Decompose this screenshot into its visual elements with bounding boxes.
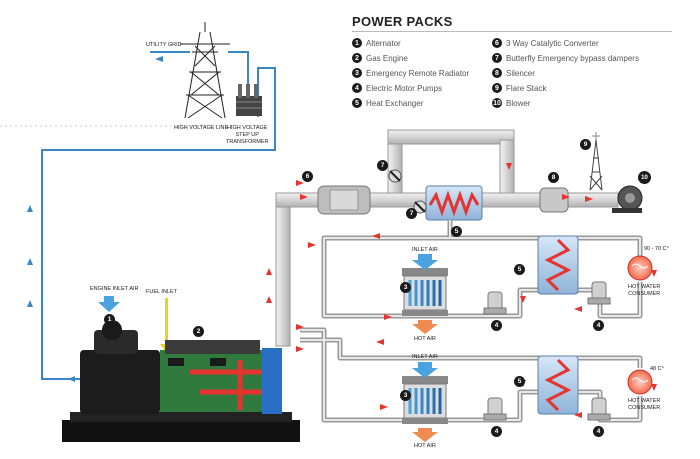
badge-pump-top-right: 4 (593, 320, 604, 331)
silencer (539, 187, 569, 213)
gas-engine-generator (62, 320, 300, 442)
radiator-bottom (402, 376, 448, 424)
badge-pump-top-left: 4 (491, 320, 502, 331)
badge-catalytic-converter: 6 (302, 171, 313, 182)
damper-top (388, 169, 402, 183)
hot-air-top-label: HOT AIR (414, 336, 436, 342)
pump-top-left (483, 291, 507, 315)
badge-engine: 2 (193, 326, 204, 337)
flare-stack (589, 132, 603, 191)
inlet-air-top-label: INLET AIR (412, 247, 438, 253)
step-up-transformer (236, 84, 262, 116)
transformer-label: HIGH VOLTAGE STEP UP TRANSFORMER (226, 125, 269, 145)
badge-heat-exchanger-top: 5 (514, 264, 525, 275)
pump-bottom-right (587, 397, 611, 421)
inlet-air-bottom-label: INLET AIR (412, 354, 438, 360)
high-voltage-line-label: HIGH VOLTAGE LINE (174, 125, 229, 131)
temperature-top-label: 90 - 70 C° (644, 246, 669, 252)
temperature-bottom-label: 48 C° (650, 366, 664, 372)
badge-flare-stack: 9 (580, 139, 591, 150)
hot-water-consumer-top (627, 255, 653, 281)
radiator-top (402, 268, 448, 316)
damper-bottom (413, 200, 427, 214)
badge-damper-top: 7 (377, 160, 388, 171)
pump-bottom-left (483, 397, 507, 421)
legend-divider (352, 31, 672, 32)
engine-inlet-air-label: ENGINE INLET AIR (90, 286, 139, 292)
electric-wiring (41, 51, 276, 380)
main-heat-exchanger (425, 185, 483, 221)
catalytic-converter (317, 185, 371, 215)
utility-grid-label: UTILITY GRID (146, 42, 182, 48)
heat-exchanger-bottom (537, 355, 579, 415)
pump-top-right (587, 281, 611, 305)
electric-flow-arrows (27, 56, 163, 382)
hot-water-consumer-bottom (627, 369, 653, 395)
water-loops (300, 220, 643, 423)
badge-silencer: 8 (548, 172, 559, 183)
hot-air-bottom-label: HOT AIR (414, 443, 436, 449)
badge-heat-exchanger-bottom: 5 (514, 376, 525, 387)
fuel-inlet-label: FUEL INLET (146, 289, 177, 295)
badge-damper-bottom: 7 (406, 208, 417, 219)
badge-blower: 10 (638, 171, 651, 184)
badge-pump-bottom-left: 4 (491, 426, 502, 437)
heat-exchanger-top (537, 235, 579, 295)
badge-pump-bottom-right: 4 (593, 426, 604, 437)
hot-water-consumer-bottom-label: HOT WATER CONSUMER (628, 398, 661, 411)
water-loop-highlight (300, 220, 641, 421)
high-voltage-tower (180, 22, 230, 119)
radiator-air-arrows (412, 254, 438, 442)
blower (612, 185, 643, 213)
badge-radiator-top: 3 (400, 282, 411, 293)
exhaust-pipework (275, 129, 619, 347)
hot-water-consumer-top-label: HOT WATER CONSUMER (628, 284, 661, 297)
legend-title: POWER PACKS (352, 14, 453, 29)
badge-alternator: 1 (104, 314, 115, 325)
badge-radiator-bottom: 3 (400, 390, 411, 401)
engine-inlet-air-arrow (98, 296, 120, 312)
badge-main-heat-exchanger: 5 (451, 226, 462, 237)
